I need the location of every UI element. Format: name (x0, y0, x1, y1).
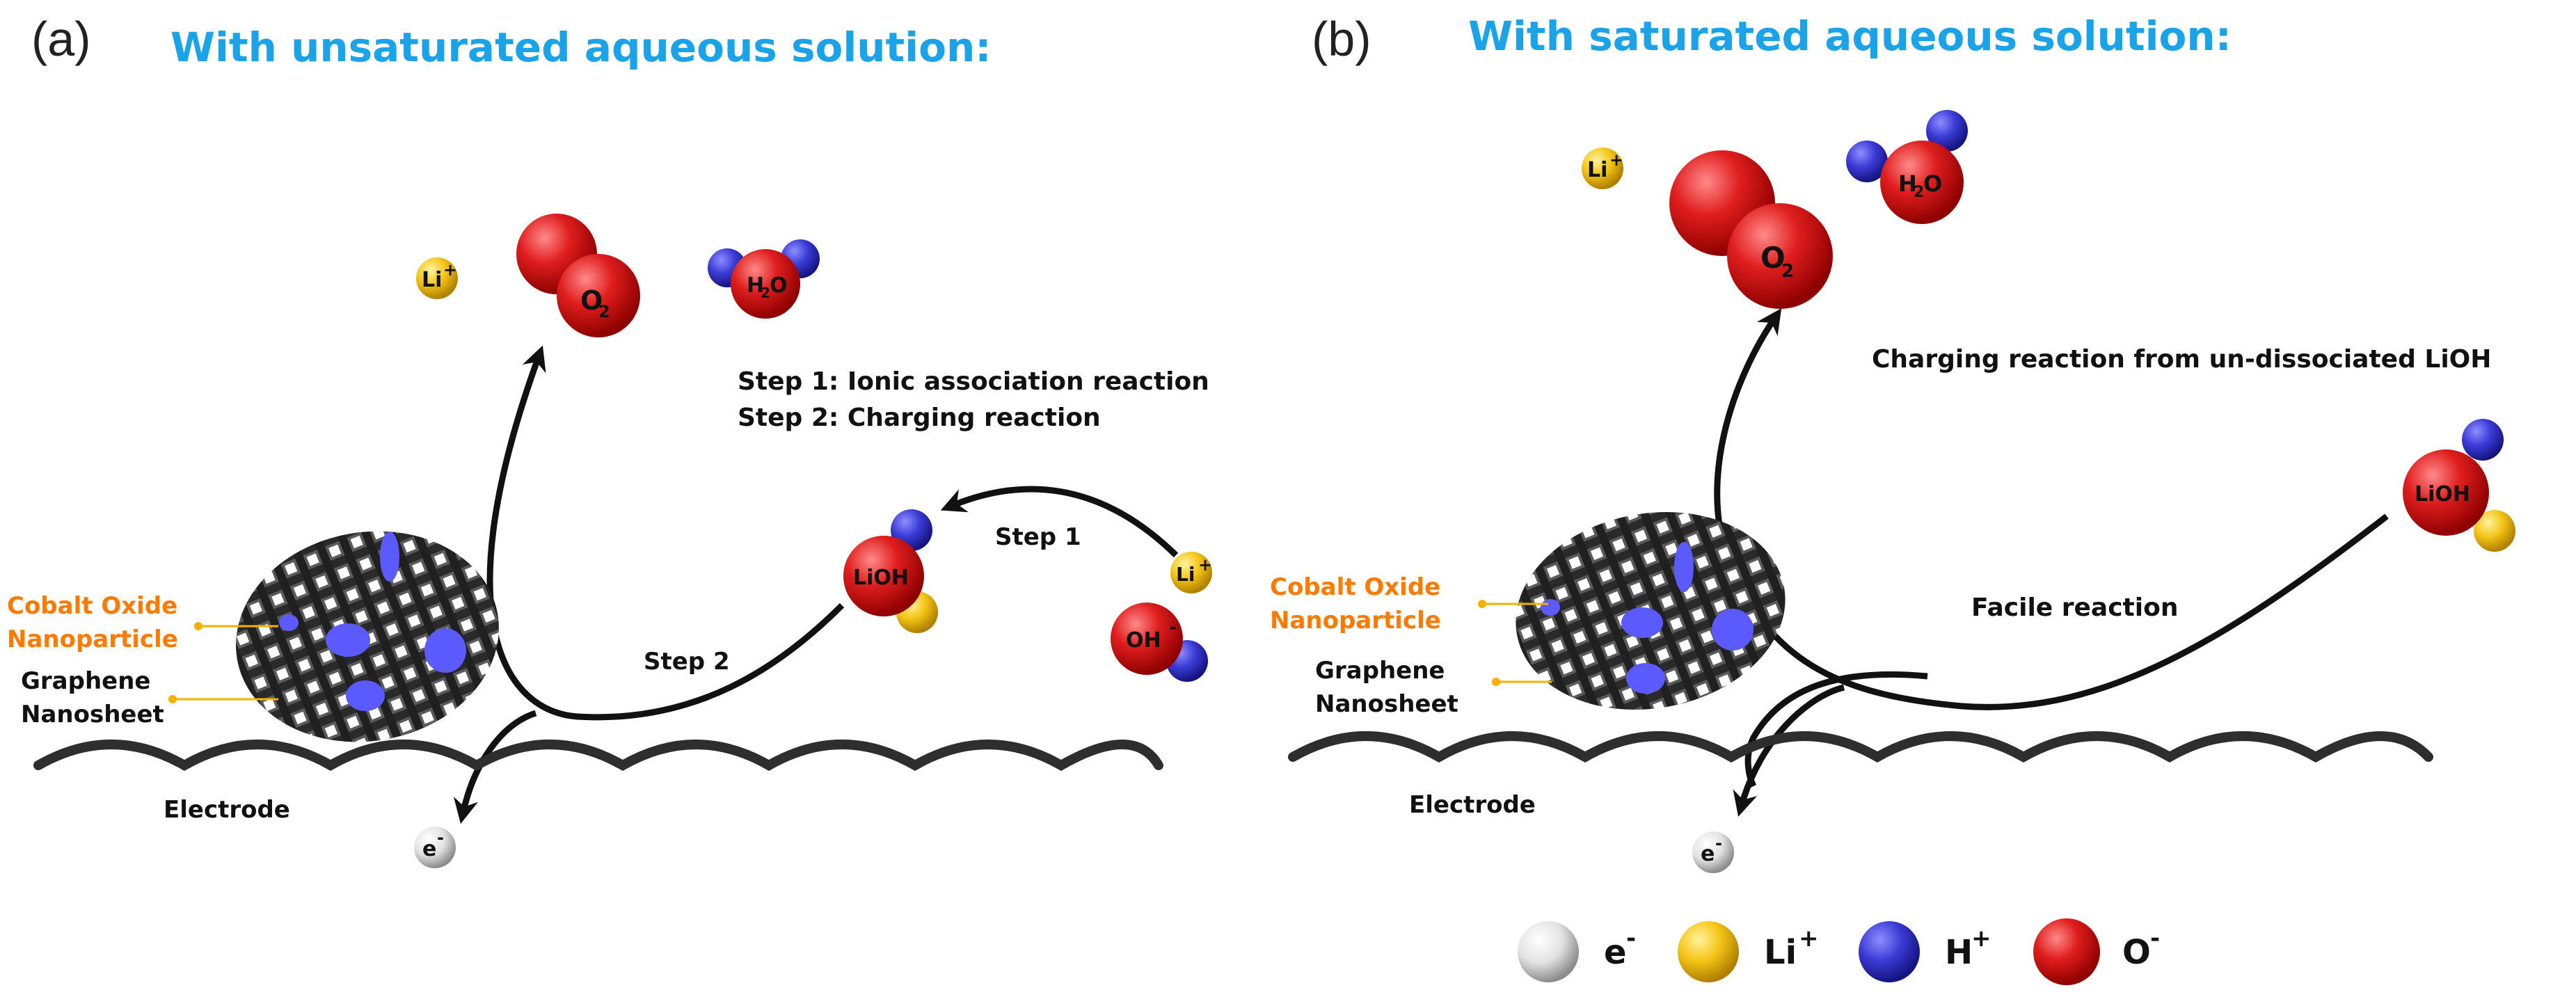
electron-arrow-a (453, 710, 537, 824)
svg-text:+: + (1971, 925, 1991, 952)
panel-b: (b) With saturated aqueous solution: Li … (1270, 12, 2515, 873)
electron-arrow-b (1733, 684, 1845, 817)
legend-lithium: Li + (1678, 921, 1819, 982)
step-1-label: Step 1 (995, 523, 1081, 551)
step-2-label: Step 2 (644, 648, 730, 676)
legend-hydrogen: H + (1859, 921, 1991, 982)
legend: e - Li + H + O - (1518, 918, 2160, 985)
svg-text:Li: Li (422, 268, 442, 292)
svg-text:O: O (2122, 933, 2151, 972)
cobalt-label-a-line2: Nanoparticle (7, 625, 178, 653)
svg-text:2: 2 (1914, 184, 1924, 201)
panel-b-title: With saturated aqueous solution: (1468, 13, 2232, 60)
graphene-label-a-line1: Graphene (21, 667, 151, 695)
svg-text:H: H (747, 273, 764, 298)
svg-text:H: H (1898, 170, 1917, 197)
o2-release-arrow-b (1714, 308, 2389, 710)
svg-text:-: - (1626, 925, 1636, 952)
electrode-surface-a (33, 740, 1163, 772)
graphene-label-a-line2: Nanosheet (21, 701, 164, 728)
svg-text:2: 2 (1781, 261, 1794, 282)
svg-text:O: O (1923, 170, 1942, 197)
svg-text:O: O (580, 285, 603, 316)
facile-reaction-label: Facile reaction (1971, 593, 2178, 622)
electrode-label-a: Electrode (164, 796, 290, 824)
charging-reaction-text: Charging reaction from un-dissociated Li… (1872, 345, 2491, 374)
svg-text:Li: Li (1587, 158, 1607, 182)
svg-text:e: e (1604, 933, 1627, 972)
cobalt-label-b-line2: Nanoparticle (1270, 607, 1441, 635)
graphene-catalyst-b (1516, 512, 1786, 710)
svg-text:e: e (1701, 842, 1715, 866)
svg-text:+: + (443, 260, 457, 280)
panel-a-title: With unsaturated aqueous solution: (170, 24, 991, 71)
h2o-molecule-b: H 2 O (1846, 110, 1968, 224)
step-2-description: Step 2: Charging reaction (738, 404, 1101, 432)
electron-b: e - (1692, 831, 1734, 873)
svg-text:LiOH: LiOH (2415, 482, 2470, 507)
electrode-label-b: Electrode (1409, 791, 1536, 819)
step-1-description: Step 1: Ionic association reaction (738, 367, 1209, 396)
legend-electron: e - (1518, 921, 1636, 982)
svg-text:+: + (1799, 925, 1819, 952)
svg-text:e: e (422, 837, 436, 861)
svg-text:+: + (1198, 555, 1212, 575)
svg-text:-: - (1169, 617, 1177, 638)
electrode-surface-b (1288, 731, 2433, 763)
svg-text:-: - (437, 828, 444, 847)
electron-a: e - (414, 827, 456, 868)
svg-text:-: - (1715, 834, 1722, 853)
svg-text:2: 2 (761, 285, 770, 301)
panel-a: (a) With unsaturated aqueous solution: L… (7, 12, 1212, 868)
graphene-catalyst-a (236, 531, 499, 742)
svg-text:O: O (770, 273, 788, 298)
li-ion-b: Li + (1582, 147, 1623, 189)
o2-release-arrow-a (486, 345, 845, 721)
svg-text:+: + (1609, 150, 1623, 170)
o2-molecule-b: O 2 (1669, 150, 1833, 309)
cobalt-label-a-line1: Cobalt Oxide (7, 592, 177, 620)
svg-text:H: H (1945, 933, 1973, 972)
h2o-molecule-a: H 2 O (708, 239, 820, 319)
svg-text:-: - (2150, 925, 2160, 952)
lioh-molecule-b: LiOH (2403, 419, 2515, 552)
legend-oxygen: O - (2033, 918, 2160, 985)
li-ion-reactant-a: Li + (1170, 552, 1212, 593)
cobalt-label-b-line1: Cobalt Oxide (1270, 573, 1440, 601)
o2-molecule-a: O 2 (516, 214, 640, 337)
oh-ion-a: OH - (1111, 603, 1208, 682)
svg-text:OH: OH (1126, 628, 1161, 653)
lioh-molecule-a: LiOH (843, 509, 938, 633)
graphene-label-b-line2: Nanosheet (1315, 690, 1458, 718)
svg-text:Li: Li (1764, 933, 1797, 972)
panel-b-label: (b) (1312, 12, 1372, 66)
panel-a-label: (a) (31, 12, 91, 66)
graphene-label-b-line1: Graphene (1315, 657, 1445, 685)
svg-text:Li: Li (1176, 563, 1195, 586)
svg-text:O: O (1760, 241, 1786, 275)
li-ion-a: Li + (416, 257, 458, 299)
svg-text:2: 2 (598, 302, 610, 321)
step-1-arrow (940, 486, 1179, 558)
svg-text:LiOH: LiOH (853, 566, 909, 590)
